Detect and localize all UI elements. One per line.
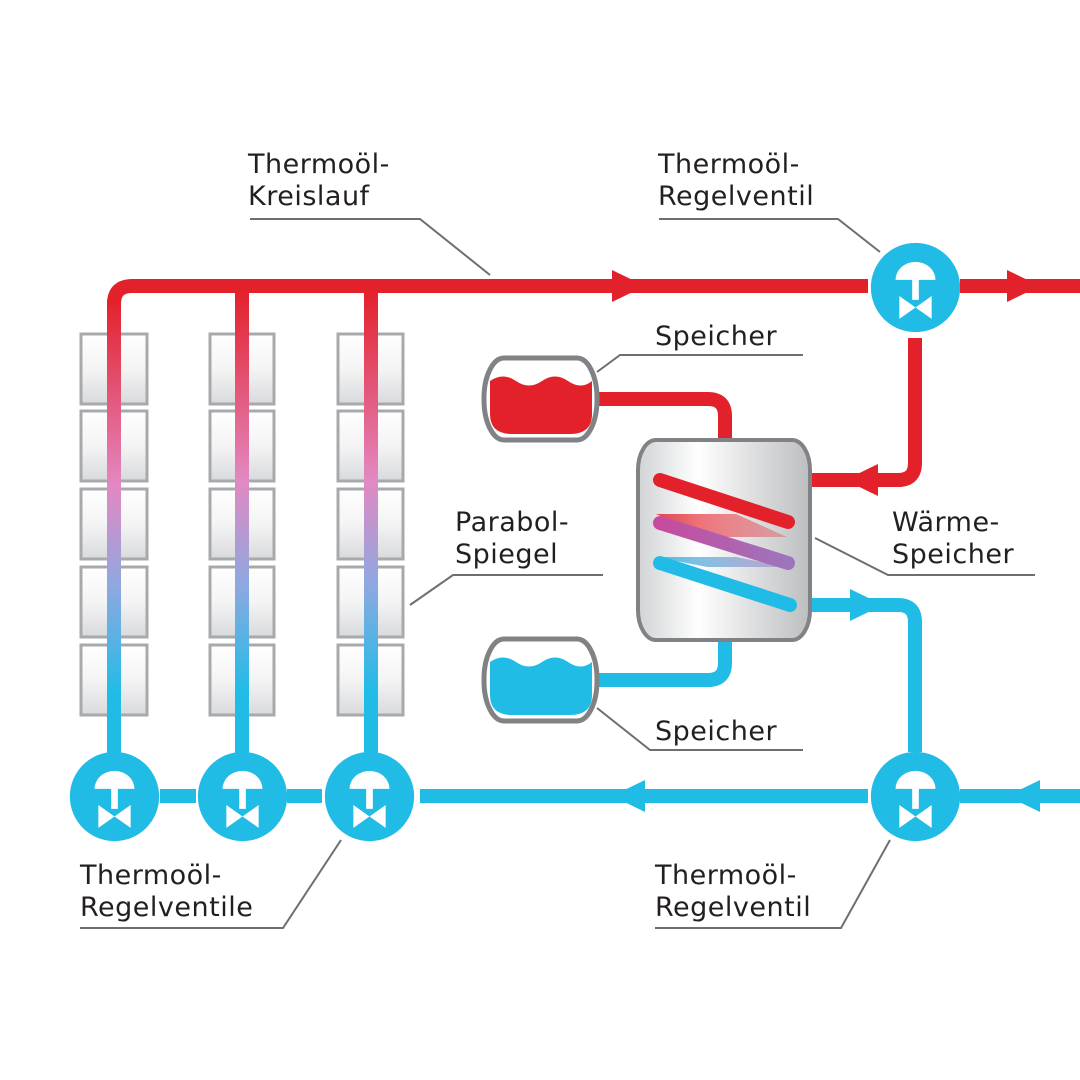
label-store-top: Speicher	[655, 321, 778, 352]
riser-pipes	[107, 292, 378, 762]
storage-tank-cold	[481, 636, 600, 724]
heat-storage-tank	[636, 438, 812, 642]
coil-band-bottom	[656, 557, 787, 567]
storage-tank-hot	[481, 355, 600, 443]
hot-down-to-heat-store	[868, 338, 922, 487]
control-valve-icon	[69, 751, 160, 842]
riser-3	[364, 292, 378, 762]
label-valve-top: Thermoöl- Regelventil	[658, 149, 815, 212]
label-heat-store: Wärme- Speicher	[892, 507, 1015, 570]
arrow-left-2	[1007, 780, 1040, 812]
cold-arrows	[612, 589, 1040, 812]
arrow-left-heat	[845, 464, 878, 496]
hot-arrows	[612, 270, 1040, 496]
riser-2	[235, 292, 249, 762]
leader-store-top	[596, 354, 803, 373]
leader-store-bottom	[596, 707, 803, 751]
hot-storage-pipe	[594, 392, 732, 446]
control-valve-icon	[870, 242, 961, 333]
leader-valve-bottom	[655, 839, 891, 929]
label-valve-bottom: Thermoöl- Regelventil	[655, 860, 812, 923]
control-valve-icon	[197, 751, 288, 842]
leader-loop	[250, 218, 491, 276]
riser-1	[107, 300, 121, 762]
cold-up-from-heat-store	[790, 598, 922, 752]
leader-valves-left	[80, 839, 342, 929]
label-store-bottom: Speicher	[655, 716, 778, 747]
leader-mirror	[409, 574, 603, 606]
label-valves-left: Thermoöl- Regelventile	[80, 860, 254, 923]
arrow-right-heat	[850, 589, 883, 621]
label-loop: Thermoöl- Kreislauf	[248, 149, 390, 212]
coil-band-top	[656, 514, 787, 537]
control-valve-icon	[324, 751, 415, 842]
arrow-right-1	[612, 270, 645, 302]
leader-valve-top	[659, 218, 881, 253]
arrow-right-2	[1007, 270, 1040, 302]
leader-heat-store	[814, 537, 1035, 576]
leader-lines	[80, 218, 1035, 929]
arrow-left-1	[612, 780, 645, 812]
label-mirror: Parabol- Spiegel	[455, 507, 570, 570]
control-valve-icon	[870, 751, 961, 842]
cold-storage-pipe	[594, 640, 732, 687]
hot-main-line	[107, 279, 868, 305]
